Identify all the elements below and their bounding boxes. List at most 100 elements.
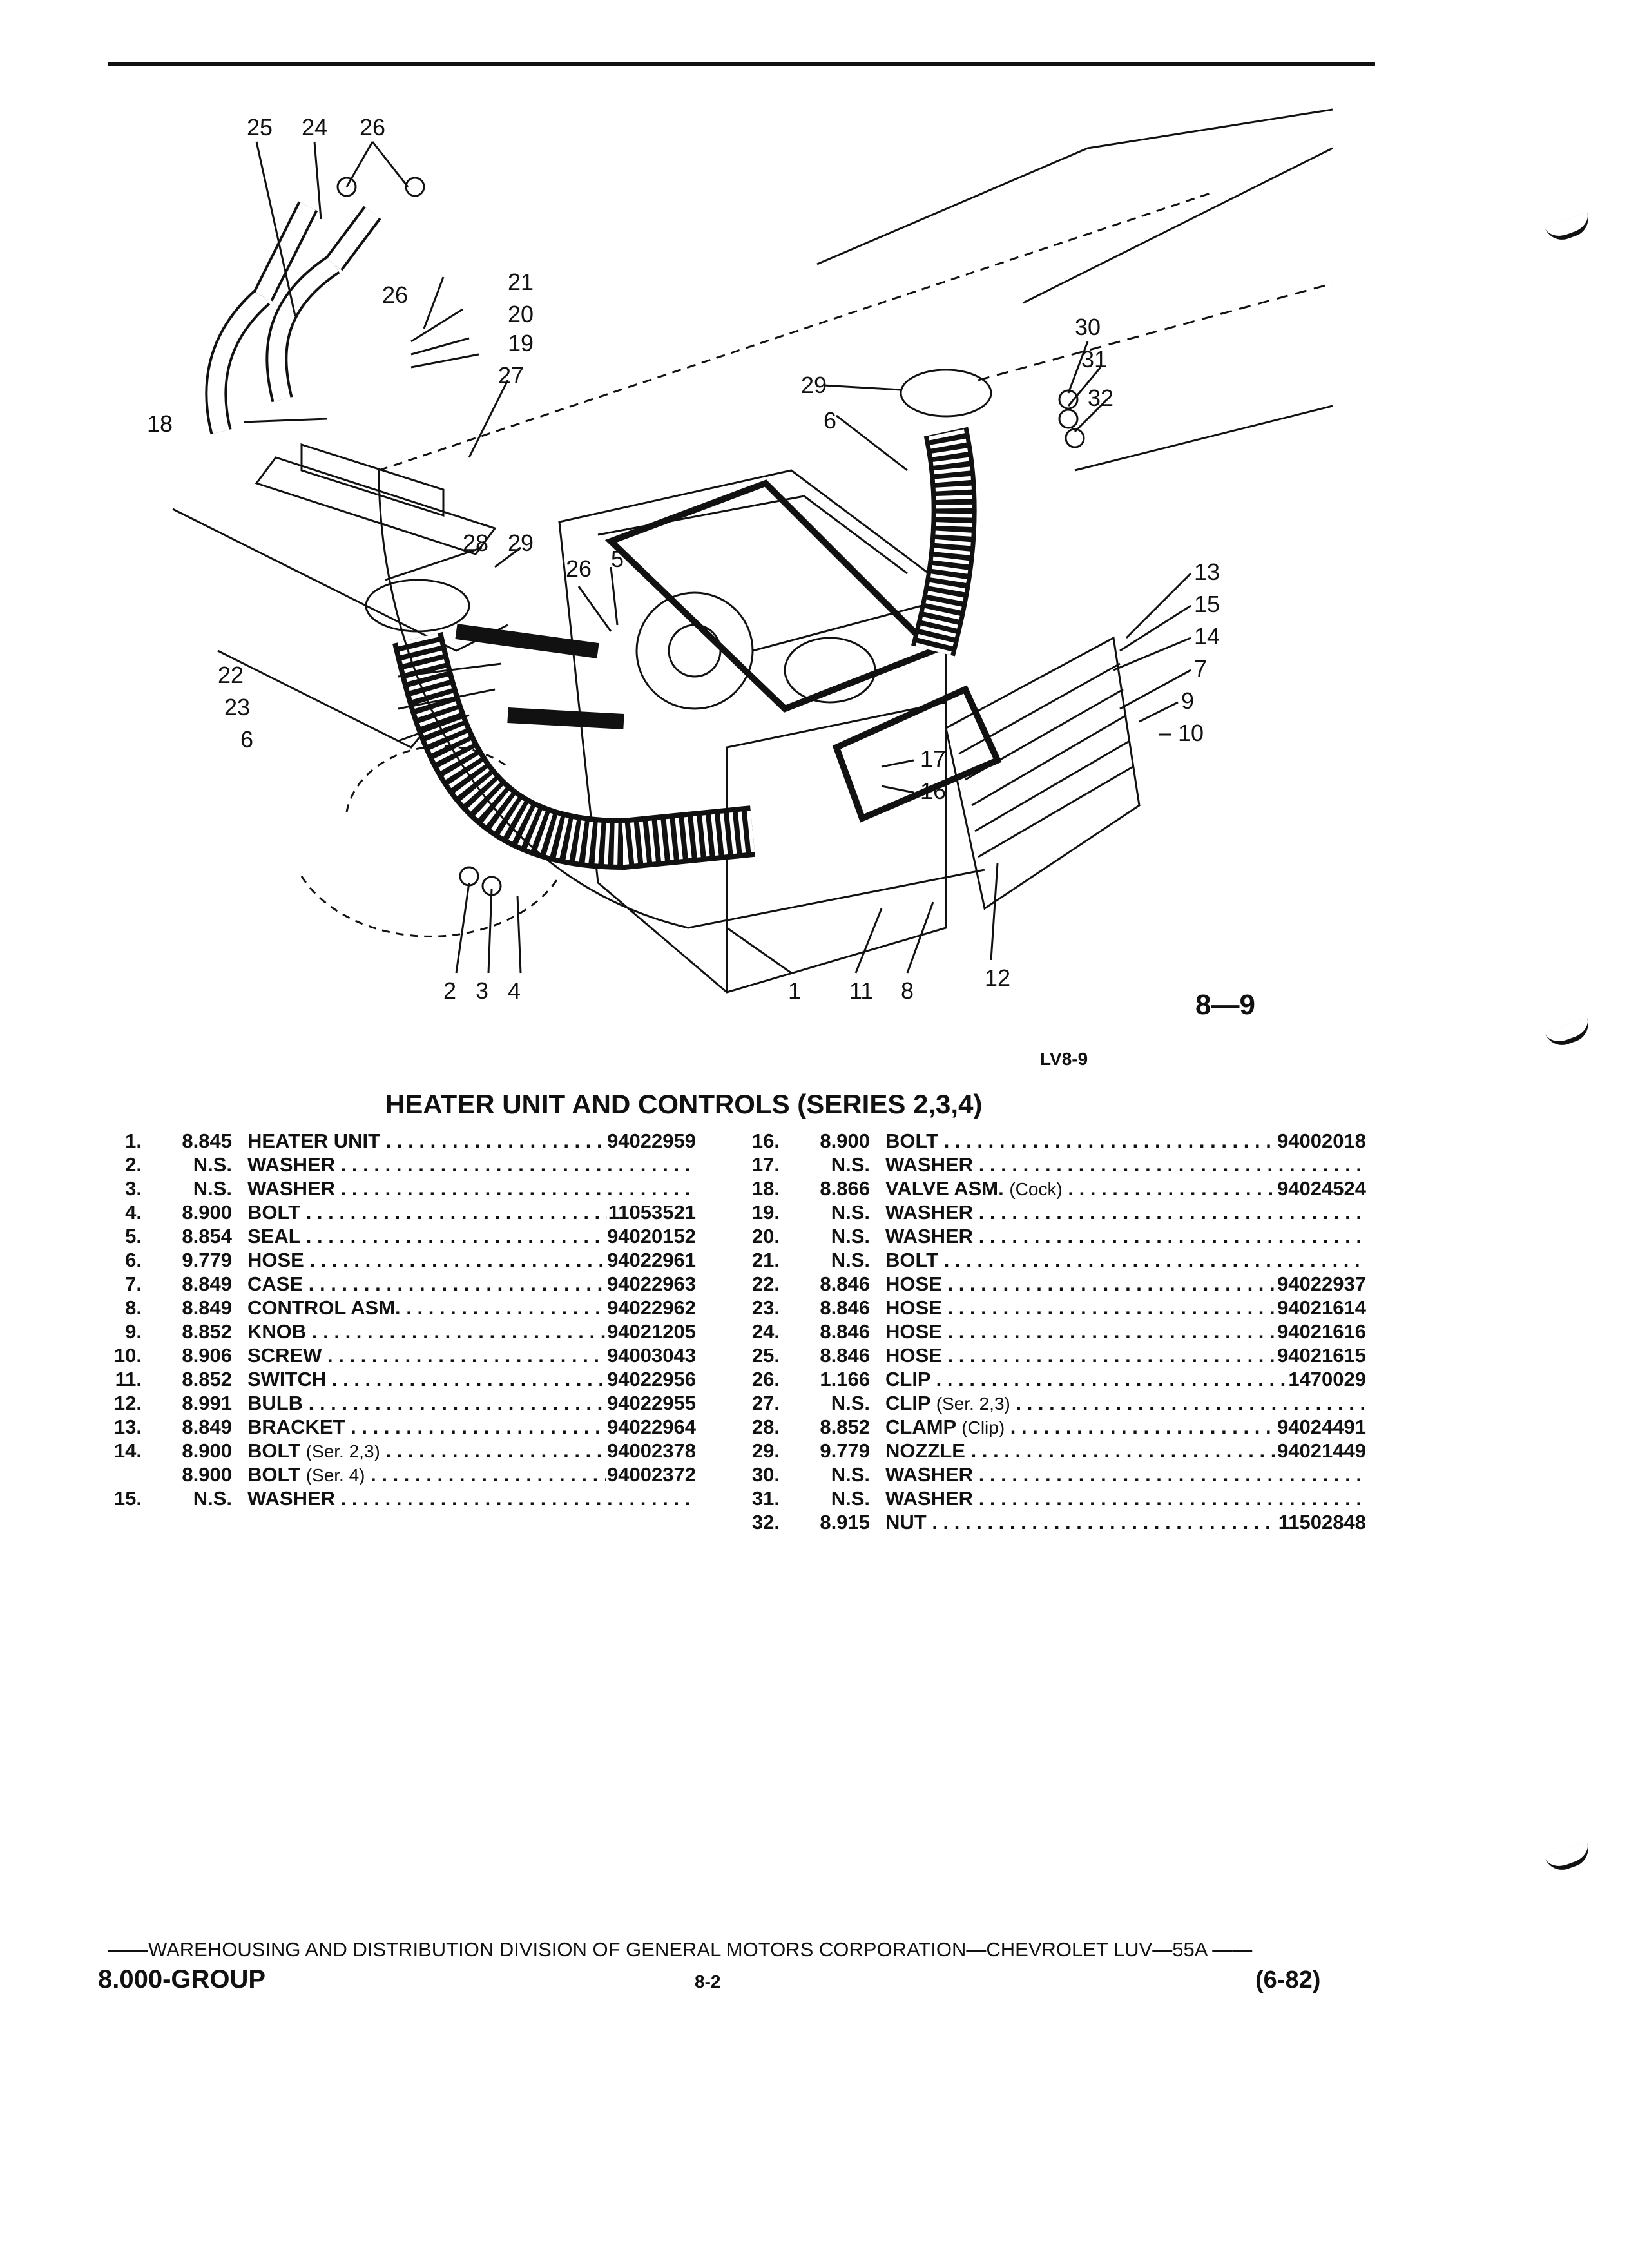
item-number: 13. <box>113 1416 142 1438</box>
item-description: HOSE <box>885 1272 1276 1296</box>
item-description: SCREW <box>247 1343 606 1367</box>
parts-list-row: 7.8.849CASE94022963 <box>97 1272 696 1296</box>
group-number: N.S. <box>831 1153 870 1176</box>
footer-page-number: 8-2 <box>695 1972 721 1992</box>
group-number: N.S. <box>831 1487 870 1510</box>
part-number: 94022955 <box>607 1392 696 1414</box>
group-number: 8.849 <box>182 1296 232 1319</box>
footer-group: 8.000-GROUP <box>98 1965 266 1994</box>
parts-list-row: 13. 8.849 BRACKET94022964 <box>97 1415 696 1439</box>
item-description: CLAMP (Clip) <box>885 1415 1276 1439</box>
description-text: HOSE <box>885 1296 942 1319</box>
callout-26: 26 <box>566 555 592 582</box>
part-number: 94002378 <box>607 1439 696 1462</box>
callout-16: 16 <box>920 778 946 804</box>
parts-list-row: 22.8.846HOSE94022937 <box>735 1272 1366 1296</box>
group-number: 8.900 <box>820 1129 870 1152</box>
group-number: 1.166 <box>820 1368 870 1390</box>
callout-30: 30 <box>1075 314 1101 340</box>
description-text: BOLT <box>247 1463 301 1486</box>
callout-2: 2 <box>443 977 456 1004</box>
item-description: BRACKET <box>247 1415 606 1439</box>
description-text: CLAMP <box>885 1416 956 1438</box>
group-number: 8.852 <box>182 1368 232 1390</box>
group-number: N.S. <box>831 1225 870 1247</box>
item-number: 20. <box>751 1225 780 1247</box>
item-description: CONTROL ASM. <box>247 1296 606 1320</box>
item-number: 1. <box>125 1129 142 1152</box>
description-text: WASHER <box>247 1177 336 1200</box>
figure-page-number: 8—9 <box>1195 989 1255 1021</box>
group-number: 8.846 <box>820 1296 870 1319</box>
item-description: SEAL <box>247 1224 606 1248</box>
callout-29: 29 <box>801 372 827 398</box>
item-description: BOLT <box>247 1200 607 1224</box>
item-description: WASHER <box>247 1177 695 1200</box>
part-number: 94021205 <box>607 1320 696 1343</box>
callout-7: 7 <box>1194 655 1207 682</box>
callout-26: 26 <box>360 114 385 140</box>
group-number: 8.849 <box>182 1416 232 1438</box>
part-number: 94022964 <box>607 1416 696 1438</box>
item-number: 30. <box>751 1463 780 1486</box>
item-number: 25. <box>751 1344 780 1367</box>
parts-list-row: 8. 8.849 CONTROL ASM.94022962 <box>97 1296 696 1320</box>
part-number: 94021616 <box>1277 1320 1366 1343</box>
part-number: 11053521 <box>608 1201 696 1224</box>
parts-list-row: 27.N.S.CLIP (Ser. 2,3) <box>735 1391 1366 1415</box>
group-number: N.S. <box>193 1177 232 1200</box>
parts-list-row: 19.N.S.WASHER <box>735 1200 1366 1224</box>
item-number: 6. <box>125 1249 142 1271</box>
item-description: WASHER <box>885 1463 1365 1486</box>
item-description: HOSE <box>885 1320 1276 1343</box>
callout-4: 4 <box>508 977 521 1004</box>
part-number: 94024491 <box>1277 1416 1366 1438</box>
callout-11: 11 <box>849 977 873 1004</box>
callout-12: 12 <box>985 965 1010 991</box>
part-number: 94002018 <box>1277 1129 1366 1152</box>
group-number: 8.854 <box>182 1225 232 1247</box>
callout-18: 18 <box>147 410 173 437</box>
description-text: BOLT <box>885 1249 939 1271</box>
item-number: 8. <box>125 1296 142 1319</box>
item-number: 22. <box>751 1273 780 1295</box>
parts-list-row: 23.8.846HOSE94021614 <box>735 1296 1366 1320</box>
description-text: HOSE <box>885 1344 942 1367</box>
item-number: 9. <box>125 1320 142 1343</box>
callout-32: 32 <box>1088 385 1113 411</box>
item-number: 11. <box>115 1368 142 1390</box>
part-number: 94021614 <box>1277 1296 1366 1319</box>
part-number: 94024524 <box>1277 1177 1366 1200</box>
item-number: 32. <box>751 1511 780 1533</box>
item-number: 31. <box>751 1487 780 1510</box>
group-number: 8.852 <box>182 1320 232 1343</box>
footer-division: ——WAREHOUSING AND DISTRIBUTION DIVISION … <box>108 1938 1253 1961</box>
item-description: HOSE <box>885 1343 1276 1367</box>
item-description: WASHER <box>885 1153 1365 1177</box>
callout-15: 15 <box>1194 591 1220 617</box>
callout-6: 6 <box>240 726 253 753</box>
callout-8: 8 <box>901 977 914 1004</box>
item-number: 4. <box>125 1201 142 1224</box>
group-number: N.S. <box>831 1249 870 1271</box>
item-description: CLIP (Ser. 2,3) <box>885 1391 1365 1416</box>
description-text: KNOB <box>247 1320 307 1343</box>
parts-list-row: 16.8.900BOLT94002018 <box>735 1129 1366 1153</box>
description-text: BOLT <box>247 1201 301 1224</box>
part-number: 94022962 <box>607 1296 696 1319</box>
parts-list-title: HEATER UNIT AND CONTROLS (SERIES 2,3,4) <box>385 1089 983 1119</box>
description-text: WASHER <box>247 1153 336 1176</box>
parts-list-right-column: 16.8.900BOLT9400201817.N.S.WASHER18.8.86… <box>735 1129 1366 1534</box>
item-description: WASHER <box>885 1200 1365 1224</box>
description-text: WASHER <box>885 1225 974 1247</box>
description-text: CASE <box>247 1273 304 1295</box>
part-number: 94021615 <box>1277 1344 1366 1367</box>
item-description: BOLT (Ser. 4) <box>247 1463 606 1487</box>
group-number: 8.852 <box>820 1416 870 1438</box>
parts-list-row: 26.1.166CLIP1470029 <box>735 1367 1366 1391</box>
callout-31: 31 <box>1081 346 1107 372</box>
item-number: 14. <box>113 1439 142 1462</box>
group-number: 8.915 <box>820 1511 870 1533</box>
description-note: (Ser. 4) <box>305 1465 365 1485</box>
